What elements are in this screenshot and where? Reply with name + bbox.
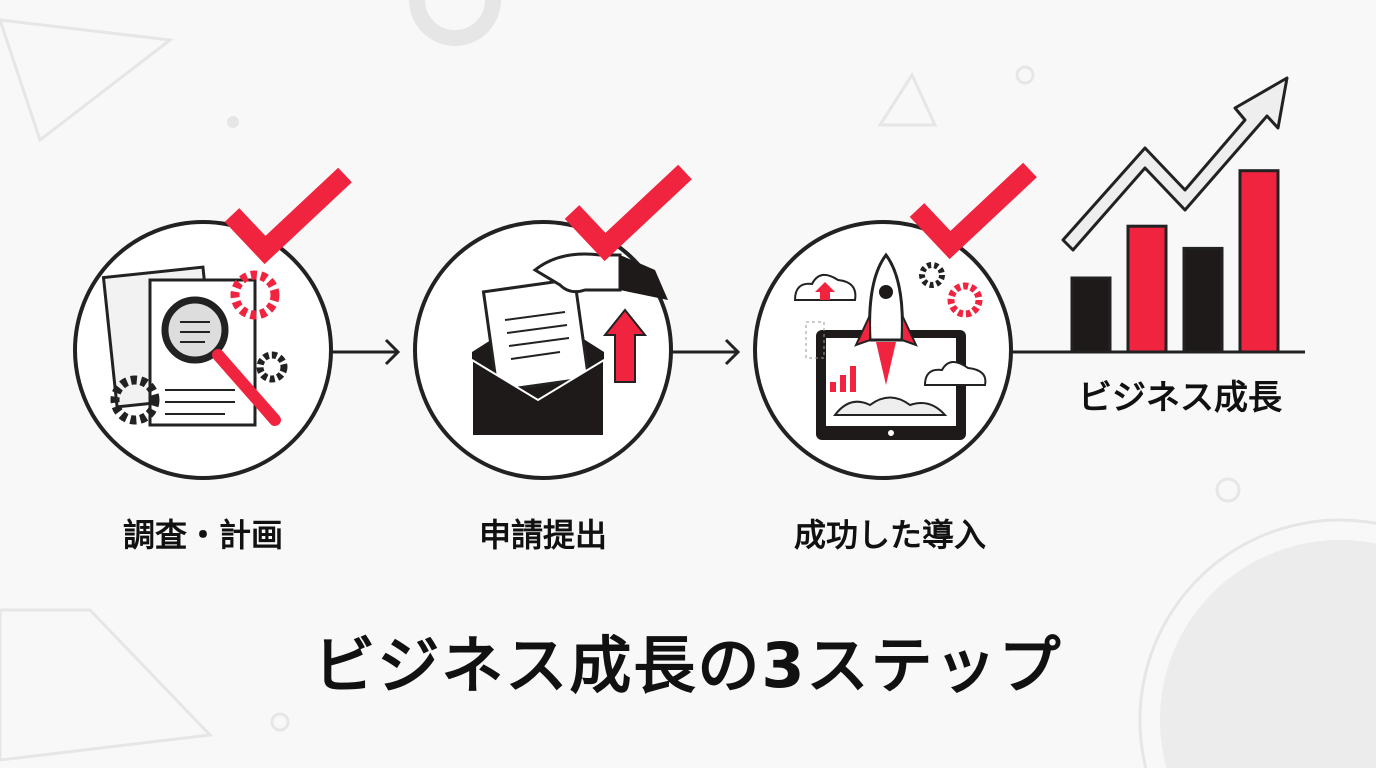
document-magnifier-icon <box>101 265 288 427</box>
checkmark-icon <box>224 167 352 265</box>
growth-chart <box>1061 76 1289 354</box>
step-2-application-submission <box>413 164 692 480</box>
growth-bar <box>1070 276 1112 354</box>
step-label: 申請提出 <box>478 516 607 554</box>
growth-label: ビジネス成長 <box>1078 378 1282 418</box>
checkmark-icon <box>909 162 1037 260</box>
trend-arrow-icon <box>1061 76 1289 252</box>
step-label: 調査・計画 <box>122 516 283 554</box>
growth-bar <box>1238 169 1280 354</box>
envelope-document-icon <box>471 252 668 437</box>
step-3-successful-launch <box>753 162 1037 480</box>
step-label: 成功した導入 <box>793 516 986 554</box>
rocket-tablet-icon <box>793 252 987 440</box>
step-1-research-planning <box>73 167 352 480</box>
checkmark-icon <box>564 164 692 262</box>
growth-bar <box>1182 246 1224 354</box>
page-title: ビジネス成長の3ステップ <box>313 629 1063 702</box>
growth-bar <box>1126 224 1168 354</box>
